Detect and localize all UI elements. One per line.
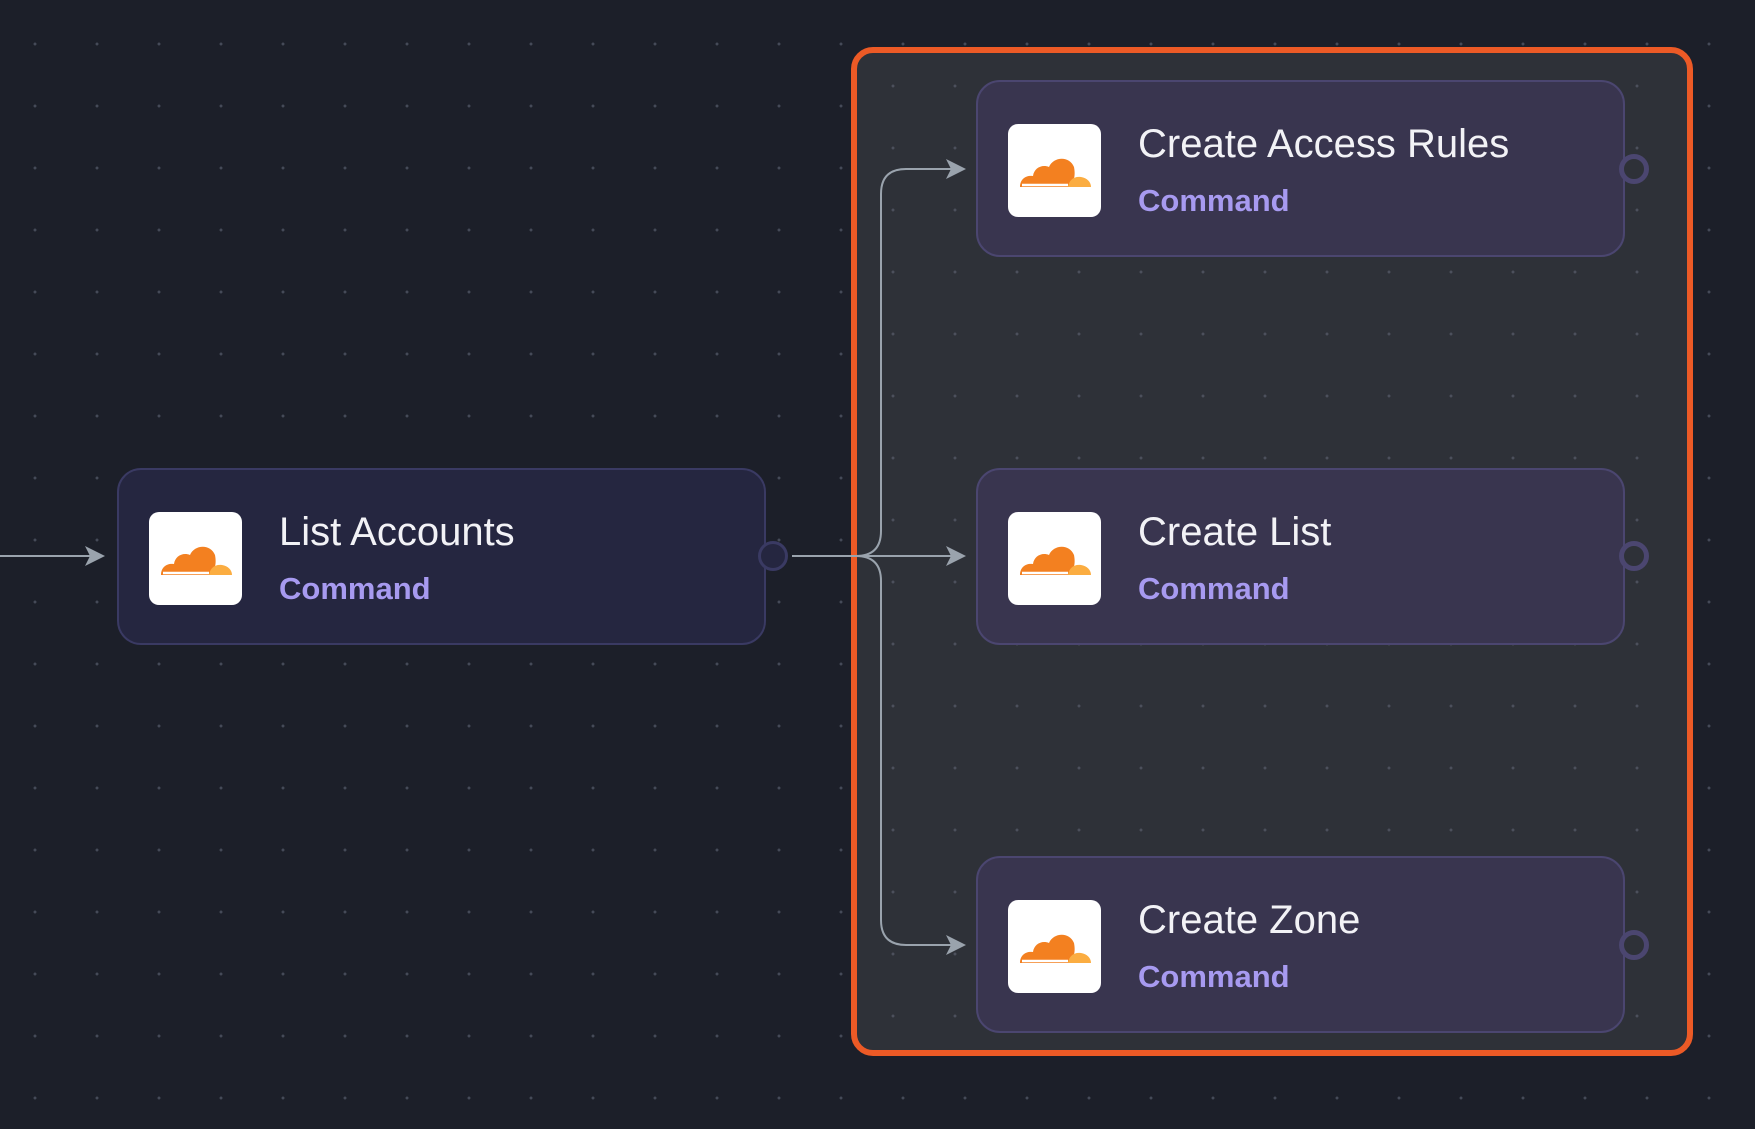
cloudflare-icon: [1008, 512, 1101, 605]
cloudflare-icon: [1008, 124, 1101, 217]
node-title: Create List: [1138, 510, 1332, 554]
node-create-list[interactable]: Create List Command: [976, 468, 1625, 645]
output-handle-create-list[interactable]: [1619, 541, 1649, 571]
node-create-zone[interactable]: Create Zone Command: [976, 856, 1625, 1033]
node-subtitle: Command: [279, 571, 431, 606]
node-subtitle: Command: [1138, 959, 1290, 994]
node-title: Create Zone: [1138, 898, 1361, 942]
output-handle-create-zone[interactable]: [1619, 930, 1649, 960]
node-subtitle: Command: [1138, 183, 1290, 218]
node-subtitle: Command: [1138, 571, 1290, 606]
output-handle-list-accounts[interactable]: [758, 541, 788, 571]
node-title: List Accounts: [279, 510, 515, 554]
node-list-accounts[interactable]: List Accounts Command: [117, 468, 766, 645]
node-create-access-rules[interactable]: Create Access Rules Command: [976, 80, 1625, 257]
cloudflare-icon: [149, 512, 242, 605]
output-handle-create-access-rules[interactable]: [1619, 154, 1649, 184]
node-title: Create Access Rules: [1138, 122, 1510, 166]
cloudflare-icon: [1008, 900, 1101, 993]
